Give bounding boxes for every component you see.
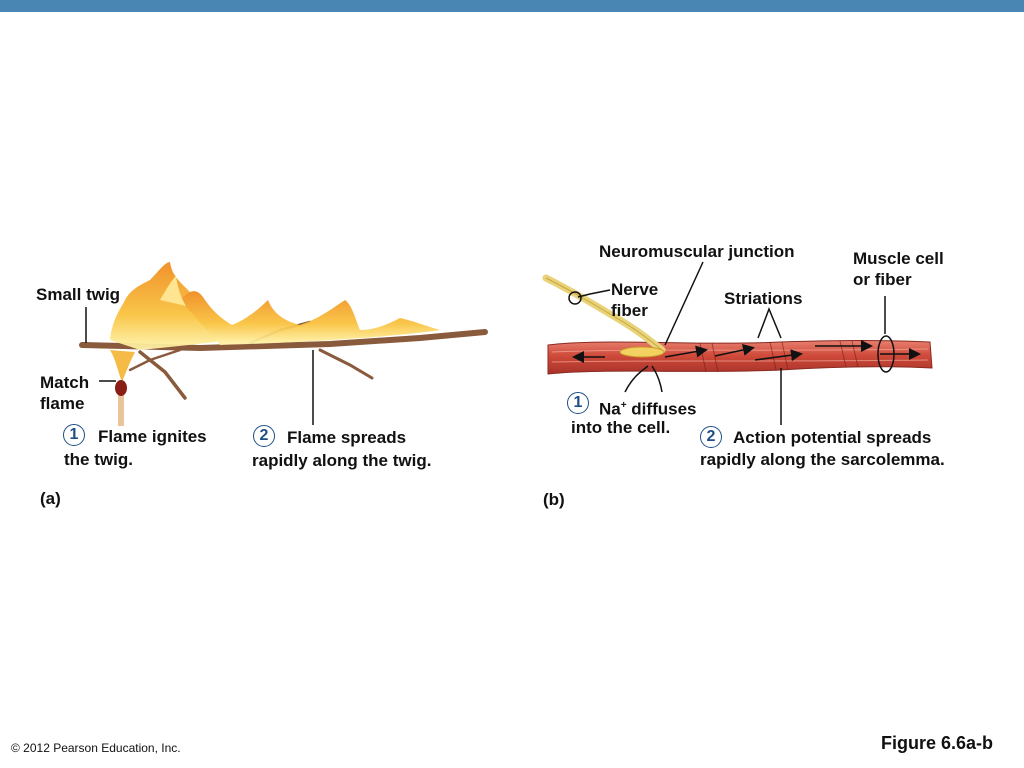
label-striations: Striations bbox=[724, 289, 803, 308]
twig-branch bbox=[318, 348, 374, 380]
step2-ap-text-line2: rapidly along the sarcolemma. bbox=[700, 450, 945, 469]
step1-text-line2: the twig. bbox=[64, 450, 133, 469]
step-number-badge: 2 bbox=[253, 425, 275, 447]
fiber-crosssection-marker bbox=[877, 335, 895, 373]
leader-line bbox=[664, 261, 704, 346]
label-small-twig: Small twig bbox=[36, 285, 121, 304]
action-potential-arrows bbox=[572, 340, 921, 363]
header-bar bbox=[0, 0, 1024, 12]
twig-branch bbox=[138, 350, 187, 400]
step1-na-text-line1: Na+ diffuses bbox=[599, 395, 696, 420]
label-muscle-cell-line2: or fiber bbox=[853, 270, 912, 289]
leader-line bbox=[577, 289, 611, 298]
na-diffuses-leader bbox=[624, 365, 663, 393]
step-number-badge: 1 bbox=[63, 424, 85, 446]
copyright-text: © 2012 Pearson Education, Inc. bbox=[11, 741, 181, 755]
label-neuromuscular-junction: Neuromuscular junction bbox=[599, 242, 795, 261]
nerve-fiber-illustration bbox=[542, 274, 666, 358]
label-match-line2: flame bbox=[40, 394, 85, 413]
step1-text-line1: Flame ignites bbox=[98, 427, 207, 446]
flame-illustration bbox=[110, 262, 440, 382]
muscle-fiber-illustration bbox=[547, 340, 933, 375]
na-charge: + bbox=[620, 400, 627, 411]
panel-label-b: (b) bbox=[543, 490, 565, 509]
na-symbol: Na bbox=[599, 399, 621, 419]
diffuses-text: diffuses bbox=[626, 399, 697, 419]
panel-label-a: (a) bbox=[40, 489, 61, 508]
step-number-badge: 1 bbox=[567, 392, 589, 414]
label-nerve-line1: Nerve bbox=[611, 280, 659, 299]
nerve-marker-circle bbox=[568, 291, 582, 305]
step2-ap-text-line1: Action potential spreads bbox=[733, 428, 932, 447]
figure-label: Figure 6.6a-b bbox=[881, 733, 994, 753]
label-nerve-line2: fiber bbox=[611, 301, 648, 320]
step2-text-line1: Flame spreads bbox=[287, 428, 407, 447]
step2-text-line2: rapidly along the twig. bbox=[252, 451, 432, 470]
twig-branch bbox=[128, 348, 182, 372]
label-match-line1: Match bbox=[40, 373, 90, 392]
step1-na-text-line2: into the cell. bbox=[571, 418, 671, 437]
label-muscle-cell-line1: Muscle cell bbox=[853, 249, 944, 268]
match-illustration bbox=[115, 380, 127, 426]
step-number-badge: 2 bbox=[700, 426, 722, 448]
striations-leader bbox=[757, 306, 782, 339]
